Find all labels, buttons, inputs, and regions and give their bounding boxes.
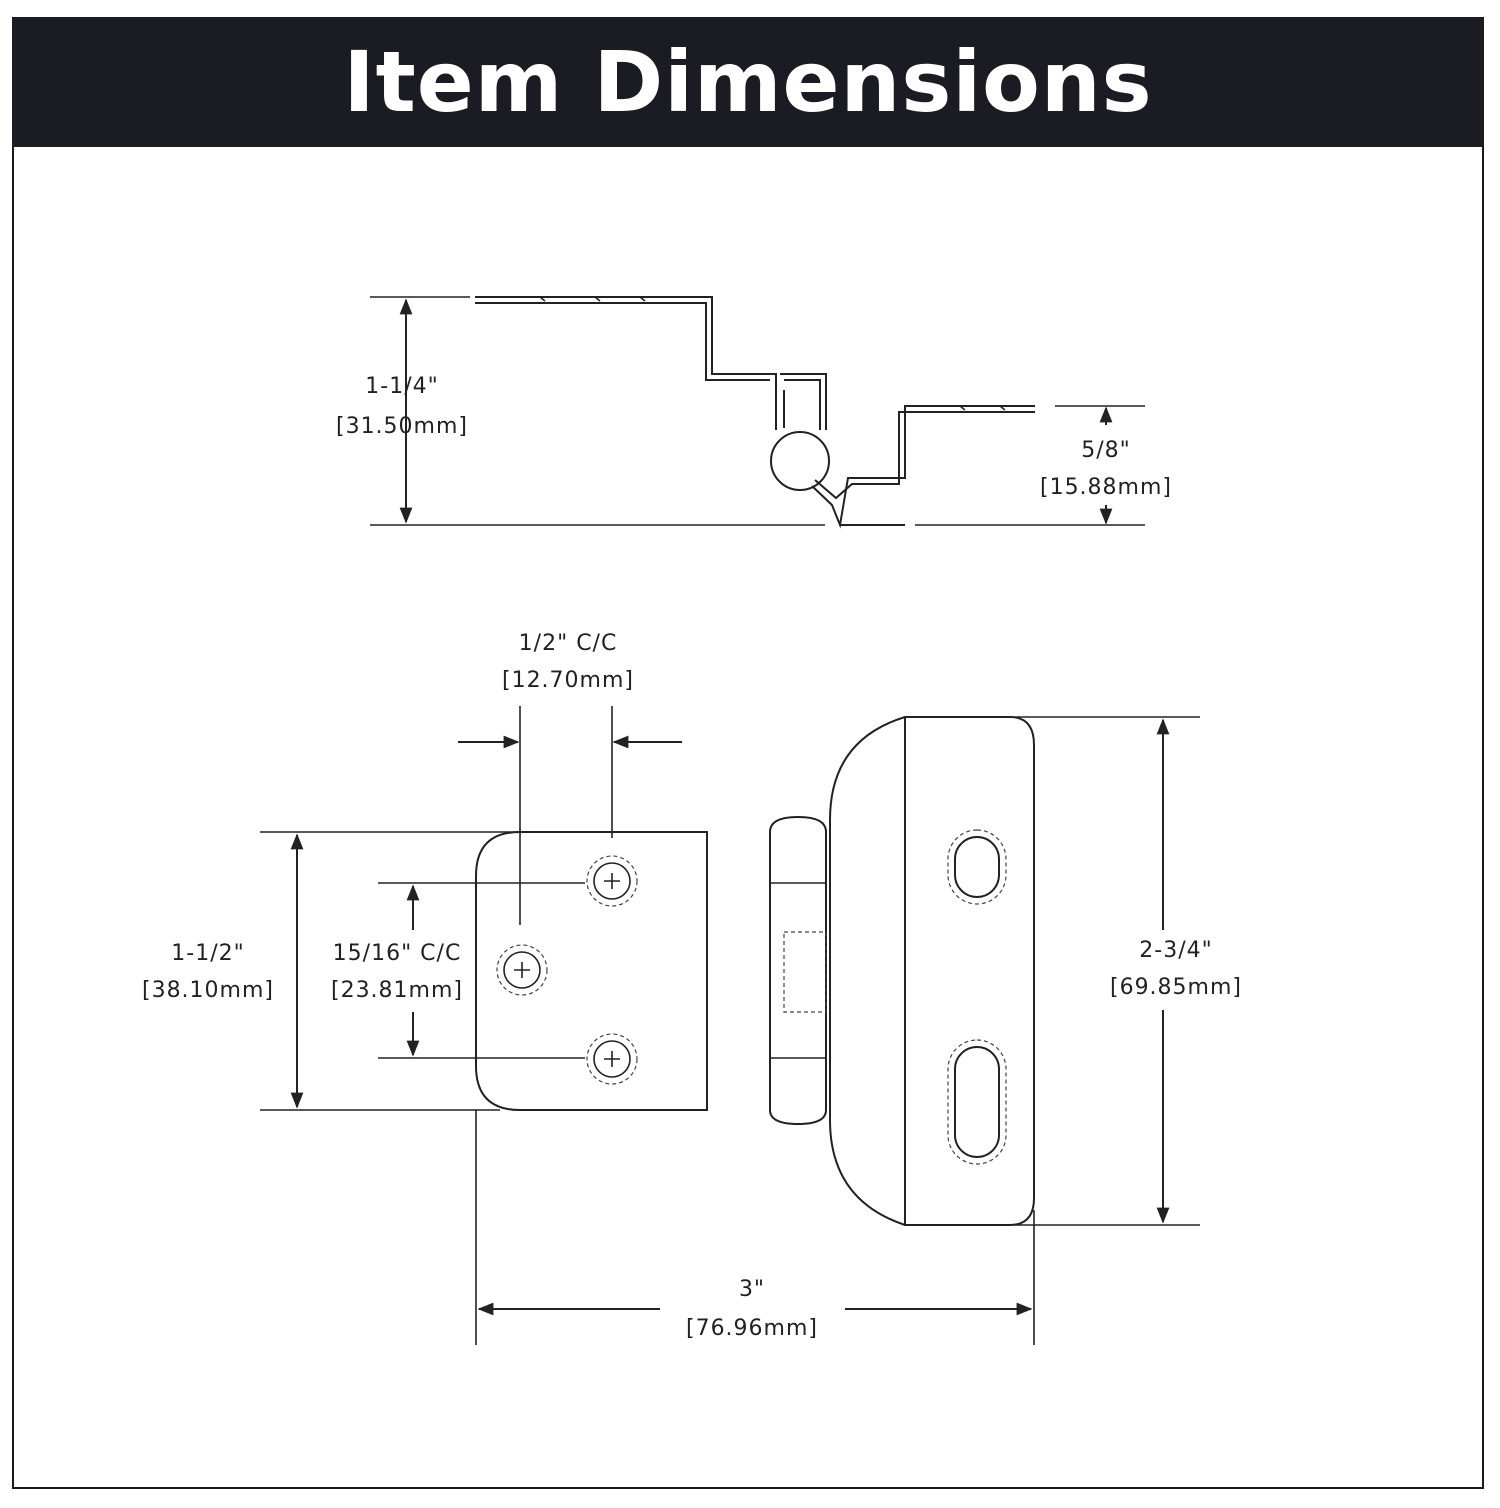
front-hole-spacing-inch: 15/16" C/C bbox=[333, 941, 462, 966]
front-hole-offset-mm: [12.70mm] bbox=[502, 668, 634, 693]
knuckle-hidden-pin bbox=[783, 931, 827, 1013]
front-overall-height-mm: [69.85mm] bbox=[1110, 975, 1242, 1000]
front-overall-width-inch: 3" bbox=[739, 1277, 765, 1302]
front-leaf-height-mm: [38.10mm] bbox=[142, 978, 274, 1003]
front-hole-spacing-mm: [23.81mm] bbox=[331, 978, 463, 1003]
page-title: Item Dimensions bbox=[343, 33, 1153, 131]
front-hole-offset-inch: 1/2" C/C bbox=[519, 631, 618, 656]
side-step-height-mm: [15.88mm] bbox=[1040, 475, 1172, 500]
front-view: 1/2" C/C [12.70mm] 1-1/2" [38.10mm] 15/1… bbox=[142, 631, 1242, 1345]
hinge-knuckle-barrel bbox=[769, 815, 827, 1126]
hinge-profile-lower-leaf-inner bbox=[814, 411, 1035, 526]
hinge-profile-lower-leaf bbox=[811, 405, 1035, 529]
hinge-knuckle-circle bbox=[770, 431, 830, 491]
hinge-large-leaf-plate bbox=[829, 716, 1035, 1226]
hinge-profile-hatch bbox=[539, 296, 1006, 411]
front-leaf-height-inch: 1-1/2" bbox=[171, 941, 244, 966]
hinge-profile-knuckle-bracket bbox=[780, 373, 827, 430]
front-overall-height-inch: 2-3/4" bbox=[1139, 938, 1212, 963]
hinge-leaf-plate bbox=[475, 831, 708, 1111]
screw-hole-middle bbox=[496, 944, 548, 996]
side-overall-height-inch: 1-1/4" bbox=[365, 374, 438, 399]
screw-hole-top bbox=[586, 855, 638, 907]
diagram-frame bbox=[12, 17, 1484, 1489]
side-overall-height-mm: [31.50mm] bbox=[336, 414, 468, 439]
front-overall-width-mm: [76.96mm] bbox=[686, 1316, 818, 1341]
hinge-profile-upper-leaf-inner bbox=[475, 302, 770, 381]
title-banner: Item Dimensions bbox=[12, 17, 1484, 147]
side-view: 1-1/4" [31.50mm] 5/8" [15.88mm] bbox=[336, 296, 1172, 529]
adjustment-slot-bottom bbox=[947, 1039, 1007, 1165]
adjustment-slot-top bbox=[947, 829, 1007, 905]
side-step-height-inch: 5/8" bbox=[1081, 438, 1131, 463]
hinge-profile-upper-leaf bbox=[475, 296, 777, 430]
screw-hole-bottom bbox=[586, 1033, 638, 1085]
knuckle-segment-lines bbox=[770, 882, 826, 1059]
